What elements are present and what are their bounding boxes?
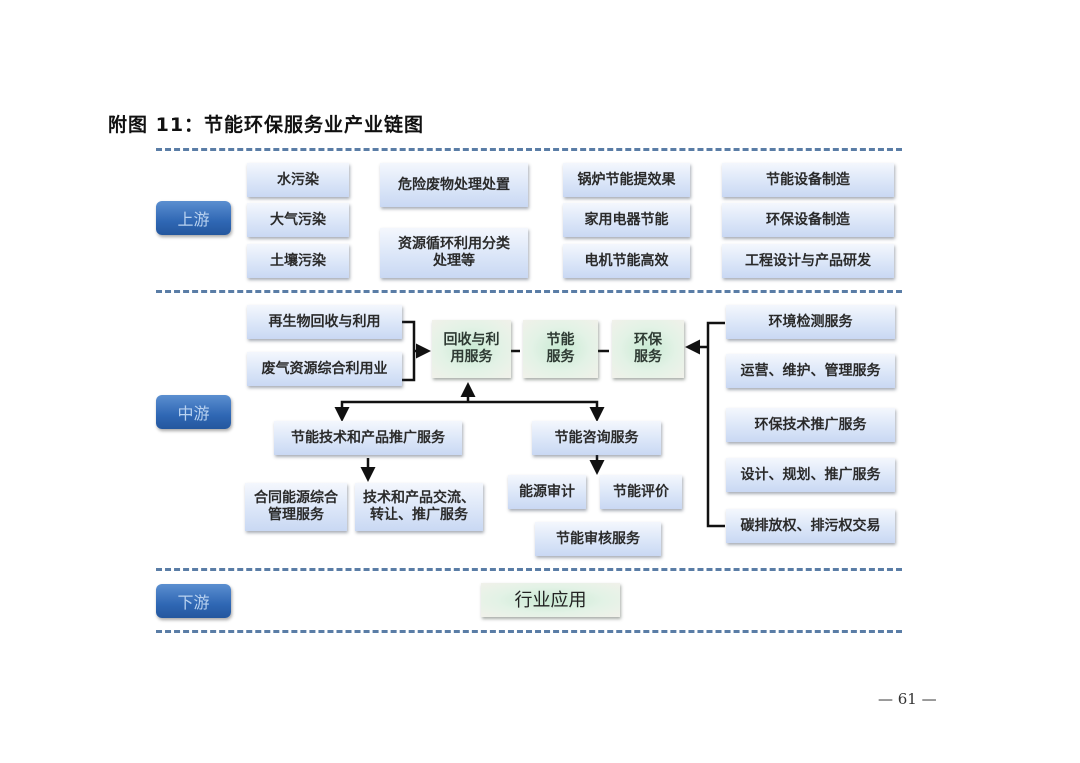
upstream-item: 危险废物处理处置 (380, 163, 528, 207)
env-service-item: 环境检测服务 (726, 305, 895, 339)
consulting-child: 节能审核服务 (535, 522, 661, 556)
env-service-item: 运营、维护、管理服务 (726, 354, 895, 388)
input-item: 再生物回收与利用 (247, 305, 402, 339)
consulting-child: 节能评价 (600, 475, 682, 509)
consulting-child: 能源审计 (508, 475, 586, 509)
industry-application: 行业应用 (481, 583, 620, 617)
core-env-service: 环保服务 (612, 320, 684, 378)
upstream-item: 电机节能高效 (563, 244, 690, 278)
tech-promo-service: 节能技术和产品推广服务 (274, 421, 462, 455)
figure-title: 附图 11：节能环保服务业产业链图 (108, 114, 425, 136)
upstream-item: 环保设备制造 (722, 203, 894, 237)
env-service-item: 环保技术推广服务 (726, 408, 895, 442)
upstream-item: 土壤污染 (247, 244, 349, 278)
upstream-item: 节能设备制造 (722, 163, 894, 197)
stage-downstream: 下游 (156, 584, 231, 618)
upstream-item: 大气污染 (247, 203, 349, 237)
bracket-env-services (706, 321, 725, 528)
split-line (340, 400, 599, 417)
core-energy-service: 节能服务 (523, 320, 598, 378)
tech-promo-child: 技术和产品交流、转让、推广服务 (355, 483, 483, 531)
divider-upstream-midstream (156, 290, 902, 293)
core-recycle-service: 回收与利用服务 (432, 320, 511, 378)
env-service-item: 设计、规划、推广服务 (726, 458, 895, 492)
divider-midstream-downstream (156, 568, 902, 571)
consulting-service: 节能咨询服务 (532, 421, 661, 455)
tech-promo-child: 合同能源综合管理服务 (245, 483, 347, 531)
upstream-item: 资源循环利用分类处理等 (380, 228, 528, 278)
upstream-item: 工程设计与产品研发 (722, 244, 894, 278)
input-item: 废气资源综合利用业 (247, 352, 402, 386)
stage-upstream: 上游 (156, 201, 231, 235)
bracket-left-inputs (402, 320, 416, 382)
upstream-item: 水污染 (247, 163, 349, 197)
upstream-item: 家用电器节能 (563, 203, 690, 237)
page-number: — 61 — (878, 690, 937, 708)
divider-top (156, 148, 902, 151)
upstream-item: 锅炉节能提效果 (563, 163, 690, 197)
divider-bottom (156, 630, 902, 633)
stage-midstream: 中游 (156, 395, 231, 429)
env-service-item: 碳排放权、排污权交易 (726, 509, 895, 543)
